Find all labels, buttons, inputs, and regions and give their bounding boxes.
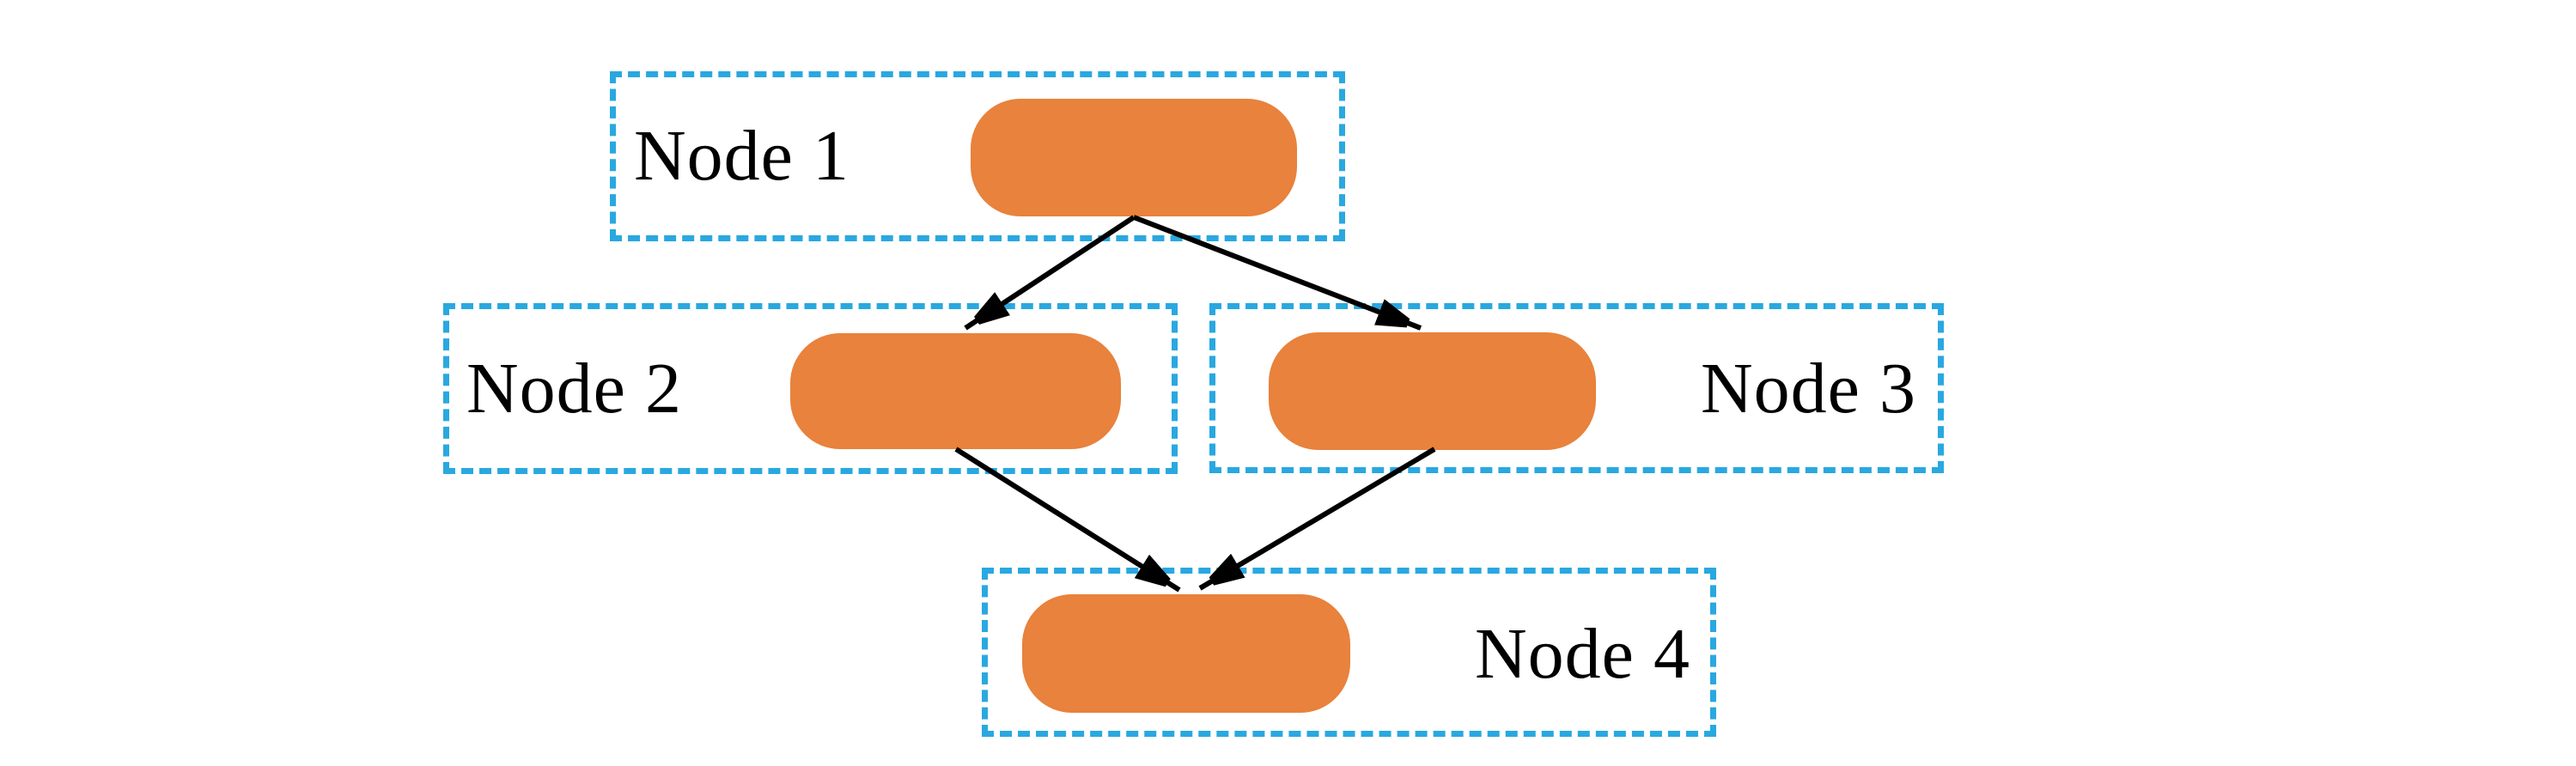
node4-label: Node 4 bbox=[1475, 614, 1690, 694]
node2-label: Node 2 bbox=[466, 349, 682, 429]
node1-container: Node 1 bbox=[610, 71, 1345, 241]
node3-label: Node 3 bbox=[1701, 349, 1916, 429]
node3-container: Node 3 bbox=[1209, 303, 1944, 473]
node3-shape bbox=[1269, 332, 1596, 450]
node4-container: Node 4 bbox=[982, 568, 1716, 737]
node1-label: Node 1 bbox=[634, 116, 850, 196]
node2-container: Node 2 bbox=[443, 303, 1178, 474]
node4-shape bbox=[1022, 594, 1350, 713]
node2-shape bbox=[790, 333, 1121, 449]
node1-shape bbox=[971, 99, 1297, 216]
